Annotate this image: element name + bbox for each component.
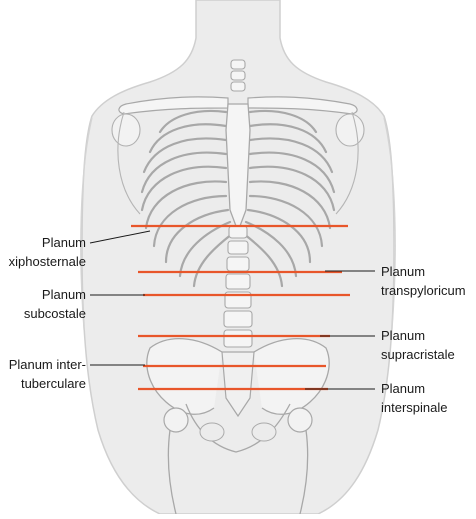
left-ilium [146, 338, 223, 415]
right-arm-outline [383, 117, 396, 331]
left-arm-outline [80, 117, 93, 331]
right-obturator [251, 422, 277, 442]
vertebral-column [223, 59, 253, 348]
right-clavicle [247, 96, 358, 115]
label-intertuberculare-line2: tuberculare [20, 376, 86, 391]
label-subcostale-line2: subcostale [23, 306, 86, 321]
right-ilium [253, 338, 330, 415]
left-clavicle [118, 96, 229, 115]
label-interspinale-line1: Planum [381, 381, 426, 396]
label-xiphosternale-line2: xiphosternale [8, 254, 86, 269]
label-xiphosternale: Planum xiphosternale [9, 233, 86, 271]
sacrum [221, 351, 255, 418]
right-humeral-head [335, 113, 365, 147]
label-transpyloricum-line1: Planum [381, 264, 426, 279]
leader-xiphosternale [89, 230, 151, 244]
label-interspinale: Planum interspinale [381, 379, 448, 417]
right-femoral-head [287, 407, 313, 433]
left-femoral-head [163, 407, 189, 433]
label-subcostale-line1: Planum [41, 287, 86, 302]
left-obturator [199, 422, 225, 442]
right-scapula [335, 111, 359, 215]
label-supracristale: Planum supracristale [381, 326, 455, 364]
leader-lines [89, 230, 375, 390]
left-scapula [117, 111, 141, 215]
label-interspinale-line2: interspinale [381, 400, 448, 415]
label-supracristale-line2: supracristale [381, 347, 455, 362]
label-supracristale-line1: Planum [381, 328, 426, 343]
label-transpyloricum-line2: transpyloricum [381, 283, 466, 298]
left-ribs [140, 109, 234, 288]
right-femur [299, 429, 309, 515]
planes [131, 224, 350, 391]
label-xiphosternale-line1: Planum [41, 235, 86, 250]
label-intertuberculare: Planum inter- tuberculare [9, 355, 86, 393]
left-femur [167, 429, 177, 515]
label-intertuberculare-line1: Planum inter- [8, 357, 86, 372]
left-humeral-head [111, 113, 141, 147]
label-subcostale: Planum subcostale [24, 285, 86, 323]
label-transpyloricum: Planum transpyloricum [381, 262, 466, 300]
sternum [225, 103, 251, 227]
pubic-region [185, 403, 291, 453]
